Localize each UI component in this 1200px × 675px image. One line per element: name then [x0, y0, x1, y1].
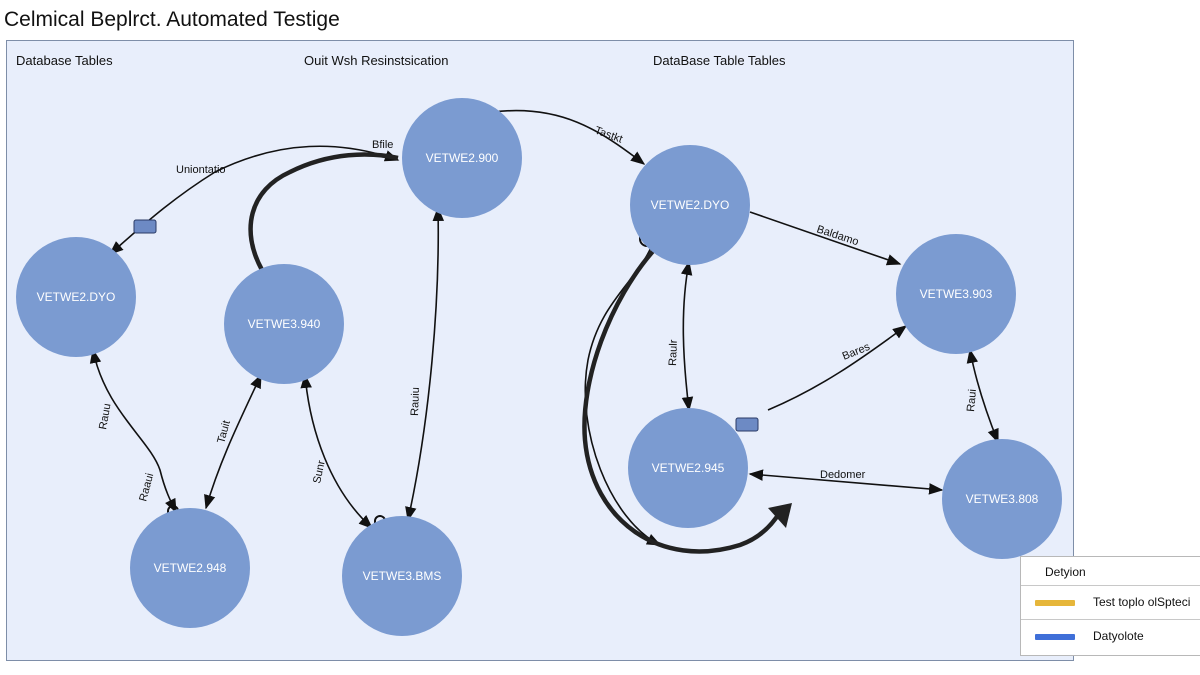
legend-divider	[1021, 585, 1200, 586]
legend-swatch-blue	[1035, 633, 1075, 640]
legend-divider	[1021, 619, 1200, 620]
node-n1[interactable]: VETWE2.900	[402, 98, 522, 218]
edge-label-raui: Raui	[965, 389, 979, 413]
edge-label-bfile: Bfile	[372, 139, 393, 151]
edge-label-rauu: Rauu	[97, 403, 113, 431]
header-left: Database Tables	[16, 53, 113, 68]
header-right: DataBase Table Tables	[653, 53, 786, 68]
thick-curve-arrowhead	[768, 503, 792, 528]
edge-n4-n7	[204, 373, 262, 510]
node-label: VETWE3.808	[966, 492, 1039, 506]
edge-n2-n6	[680, 260, 694, 412]
node-label: VETWE2.948	[154, 561, 227, 575]
thick-curve-right	[582, 248, 782, 554]
database-icon	[735, 417, 759, 432]
edges	[89, 109, 999, 554]
edge-label-raulr: Raulr	[667, 339, 680, 366]
node-label: VETWE3.BMS	[363, 569, 442, 583]
edge-label-uniontatio: Uniontatio	[176, 164, 226, 176]
legend-box: Detyion Test toplo olSpteci Datyolote	[1020, 556, 1200, 656]
diagram-title: Celmical Beplrct. Automated Testige	[4, 8, 340, 31]
node-label: VETWE2.DYO	[651, 198, 730, 212]
thick-curve-left	[248, 152, 399, 272]
edge-n5-n9	[966, 348, 999, 444]
node-n4[interactable]: VETWE3.940	[224, 264, 344, 384]
node-label: VETWE3.940	[248, 317, 321, 331]
edge-label-dedomer: Dedomer	[820, 469, 866, 481]
database-icon	[133, 219, 157, 234]
edge-label-baldamo: Baldamo	[815, 223, 860, 248]
node-n8[interactable]: VETWE3.BMS	[342, 516, 462, 636]
node-n9[interactable]: VETWE3.808	[942, 439, 1062, 559]
legend-item-label: Datyolote	[1093, 629, 1144, 643]
node-n3[interactable]: VETWE2.DYO	[16, 237, 136, 357]
edge-n6-n9	[748, 469, 944, 495]
edge-n3-n7	[89, 348, 177, 514]
legend-item-datyolote: Datyolote	[1035, 629, 1144, 643]
edge-label-raaui: Raaui	[137, 472, 156, 503]
edge-n2-n5	[749, 211, 902, 266]
node-n5[interactable]: VETWE3.903	[896, 234, 1016, 354]
legend-swatch-yellow	[1035, 599, 1075, 606]
node-n7[interactable]: VETWE2.948	[130, 508, 250, 628]
edge-label-sunr: Sunr	[311, 459, 328, 485]
node-n6[interactable]: VETWE2.945	[628, 408, 748, 528]
edge-label-tastkt: Tastkt	[593, 125, 624, 146]
edge-label-bares: Bares	[841, 341, 873, 363]
edge-n6-n5	[767, 325, 908, 411]
edge-label-tauit: Tauit	[215, 419, 233, 445]
edge-n1-n8	[405, 206, 445, 522]
node-label: VETWE2.DYO	[37, 290, 116, 304]
edge-uniontatio	[108, 145, 400, 255]
legend-item-label: Test toplo olSpteci	[1093, 595, 1191, 609]
edge-n1-n2	[492, 109, 646, 165]
edge-label-rauiu: Rauiu	[409, 387, 422, 416]
header-middle: Ouit Wsh Resinstsication	[304, 53, 449, 68]
node-label: VETWE3.903	[920, 287, 993, 301]
edge-n4-n8	[300, 373, 374, 529]
node-label: VETWE2.900	[426, 151, 499, 165]
legend-item-test: Test toplo olSpteci	[1035, 595, 1190, 609]
legend-title: Detyion	[1045, 565, 1086, 579]
node-label: VETWE2.945	[652, 461, 725, 475]
node-n2[interactable]: VETWE2.DYO	[630, 145, 750, 265]
